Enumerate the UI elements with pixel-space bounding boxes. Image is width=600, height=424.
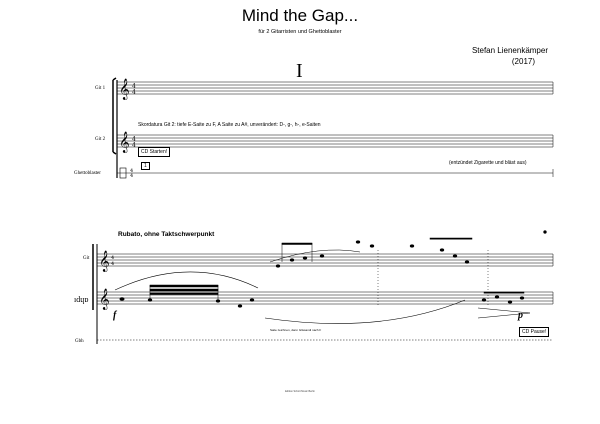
- staff-git2: [117, 134, 553, 148]
- cd-pause-instruction: CD Pause!: [519, 327, 550, 337]
- tempo-marking: Rubato, ohne Taktschwerpunkt: [118, 231, 215, 238]
- staff-git-lower: [97, 291, 553, 305]
- instrument-label-gbh: Gbh: [75, 339, 84, 344]
- svg-text:4: 4: [132, 89, 136, 96]
- piece-subtitle: für 2 Gitarristen und Ghettoblaster: [258, 29, 342, 35]
- treble-clef-git-lower: 𝄞: [99, 289, 110, 310]
- instrument-label-git: Git: [83, 256, 90, 261]
- instrument-label-ghettoblaster: Ghettoblaster: [74, 171, 101, 176]
- instrument-label-git1: Git 1: [95, 86, 106, 91]
- instrument-label-git2: Git 2: [95, 137, 106, 142]
- scordatura-note: Skordatura Git 2: tiefe E-Saite zu F, A …: [138, 122, 321, 128]
- treble-clef-git2: 𝄞: [119, 132, 130, 153]
- svg-text:4: 4: [132, 136, 136, 143]
- fingering-note: Saite zeichnen, dann Glissandi nach F: [270, 328, 322, 332]
- composition-year: (2017): [511, 57, 535, 66]
- svg-text:4: 4: [111, 261, 114, 267]
- treble-clef-git: 𝄞: [99, 251, 110, 272]
- composer-name: Stefan Lienenkämper: [471, 46, 548, 55]
- piece-title: Mind the Gap...: [241, 6, 359, 25]
- svg-text:4: 4: [111, 255, 114, 261]
- cd-start-instruction: CD Starten!: [138, 147, 171, 157]
- svg-text:4: 4: [132, 83, 136, 90]
- staff-git1: [117, 81, 553, 95]
- rehearsal-mark: I: [296, 60, 303, 82]
- staff-git-upper: [97, 253, 553, 267]
- action-note: (entzündet Zigarette und bläst aus): [449, 160, 527, 166]
- publisher-imprint: Edition Schott Music Berlin: [285, 390, 315, 393]
- dynamic-piano: p: [518, 310, 523, 321]
- svg-text:4: 4: [130, 173, 133, 179]
- treble-clef-git1: 𝄞: [119, 79, 130, 100]
- svg-text:ıdɥɒ: ıdɥɒ: [74, 295, 88, 304]
- svg-text:4: 4: [130, 168, 133, 174]
- measure-number: 1: [141, 162, 150, 170]
- dynamic-forte: f: [113, 310, 117, 321]
- svg-text:4: 4: [132, 142, 136, 149]
